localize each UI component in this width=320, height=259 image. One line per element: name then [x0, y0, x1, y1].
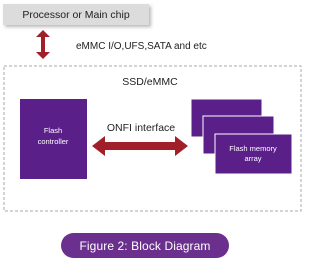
host-box: Processor or Main chip	[3, 4, 149, 25]
host-link-arrow	[36, 30, 50, 59]
ssd-container	[3, 65, 302, 212]
onfi-bus-arrow	[92, 136, 188, 156]
host-box-rect	[3, 4, 149, 25]
bus-label: ONFI interface	[107, 122, 175, 134]
double-arrow-horizontal-icon	[92, 136, 188, 156]
flash-controller-block: Flash controller	[20, 99, 87, 179]
flash-controller-rect	[20, 99, 87, 179]
host-link-label: eMMC I/O,UFS,SATA and etc	[76, 41, 207, 52]
memory-label-line2: array	[244, 154, 261, 163]
host-label: Processor or Main chip	[22, 9, 130, 21]
flash-memory-stack: Flash memory array	[190, 98, 293, 175]
double-arrow-vertical-icon	[36, 30, 50, 59]
flash-die-front	[214, 133, 293, 175]
block-diagram: Processor or Main chip eMMC I/O,UFS,SATA…	[3, 4, 302, 212]
controller-label-line1: Flash	[44, 126, 62, 135]
container-label: SSD/eMMC	[122, 76, 178, 88]
memory-label-line1: Flash memory	[229, 144, 277, 153]
controller-label-line2: controller	[38, 137, 69, 146]
figure-caption: Figure 2: Block Diagram	[61, 233, 229, 258]
caption-label: Figure 2: Block Diagram	[79, 238, 211, 253]
